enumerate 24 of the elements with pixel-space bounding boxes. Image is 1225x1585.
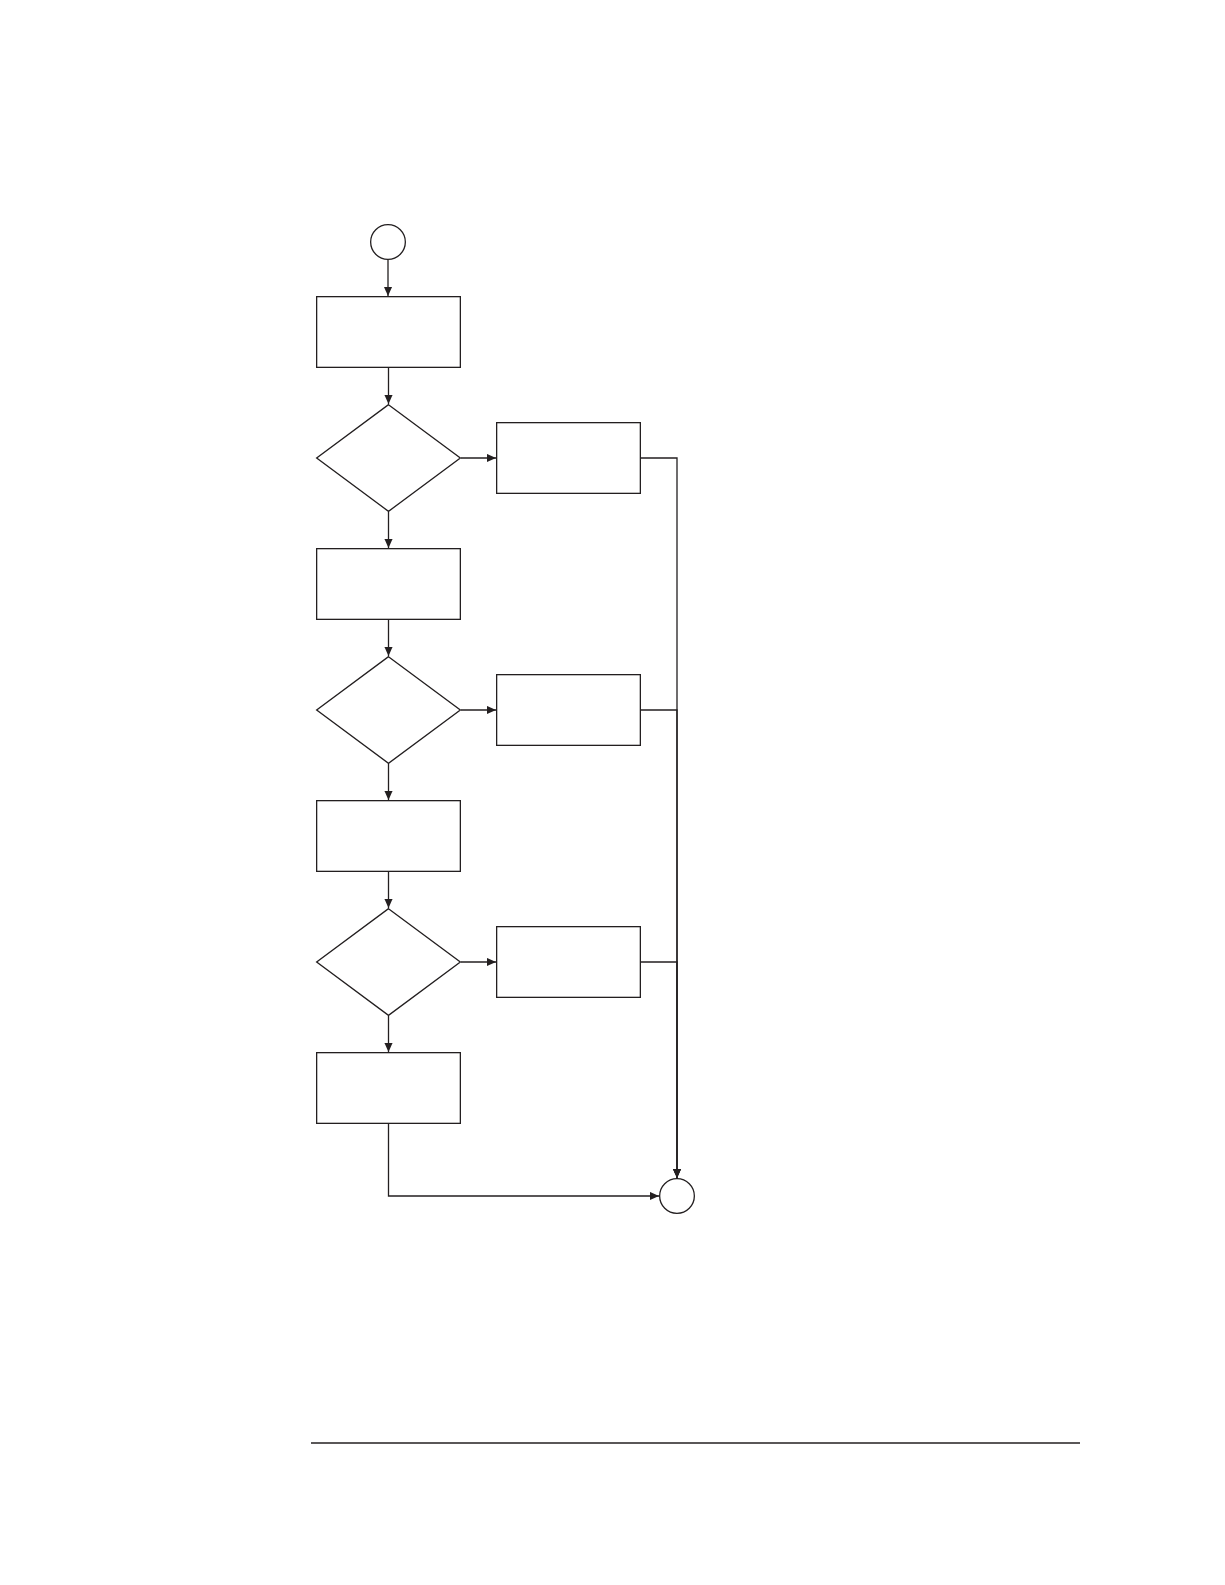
process-box — [316, 548, 461, 620]
arrow — [387, 1123, 660, 1201]
arrow — [384, 619, 393, 657]
process-box — [316, 296, 461, 368]
arrow — [640, 961, 682, 1179]
arrow — [384, 763, 393, 801]
arrow — [460, 705, 497, 715]
arrow — [460, 453, 497, 463]
arrow — [460, 957, 497, 967]
terminal-circle — [659, 1178, 695, 1214]
terminal-circle — [370, 224, 406, 260]
process-box — [496, 674, 641, 746]
arrow — [384, 1015, 393, 1053]
arrow — [383, 259, 393, 297]
decision-diamond — [316, 404, 461, 512]
decision-diamond — [316, 908, 461, 1016]
process-box — [496, 926, 641, 998]
arrow — [384, 511, 393, 549]
arrow — [384, 367, 393, 405]
process-box — [316, 800, 461, 872]
process-box — [316, 1052, 461, 1124]
decision-diamond — [316, 656, 461, 764]
arrow — [384, 871, 393, 909]
process-box — [496, 422, 641, 494]
